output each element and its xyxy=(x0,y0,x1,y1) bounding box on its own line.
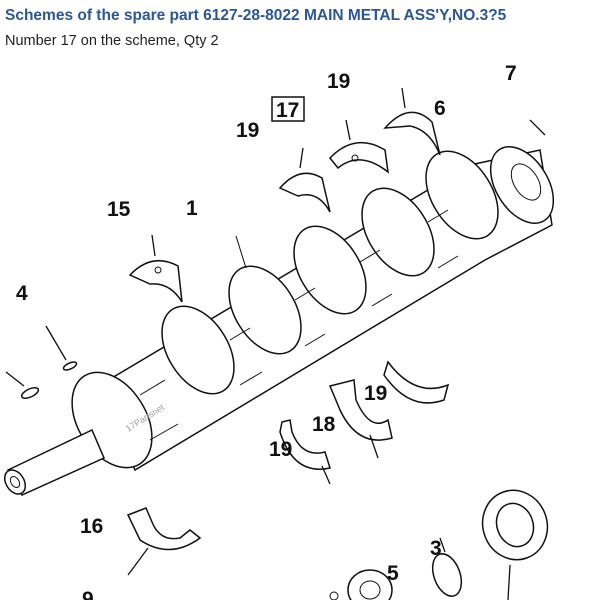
lower-bearing-shell-19-left xyxy=(279,419,331,485)
upper-main-bearing-shell-left xyxy=(278,147,331,213)
callout-17-box xyxy=(271,96,305,122)
exploded-parts-diagram: 17Partsnet xyxy=(3,62,555,600)
callout-5: 5 xyxy=(387,562,399,585)
callout-17: 17 xyxy=(276,99,299,122)
callout-19-left: 19 xyxy=(236,119,259,142)
thrust-bearing-upper xyxy=(329,119,389,174)
callout-16: 16 xyxy=(80,515,103,538)
callout-6: 6 xyxy=(434,97,446,120)
lower-bearing-shell-18 xyxy=(328,379,393,459)
lower-bearing-shell-19-right xyxy=(383,360,450,404)
leader-7 xyxy=(529,119,546,136)
callout-18: 18 xyxy=(312,413,336,436)
callout-7: 7 xyxy=(505,62,517,85)
callout-4: 4 xyxy=(16,282,28,305)
main-bearing-shell-15 xyxy=(128,234,183,303)
callout-19-lower-right: 19 xyxy=(364,382,387,405)
leader-1 xyxy=(235,235,247,269)
page-title: Schemes of the spare part 6127-28-8022 M… xyxy=(5,7,507,24)
pulley-hub-5 xyxy=(329,569,393,600)
lower-main-bearing-16 xyxy=(126,507,202,576)
callout-9: 9 xyxy=(82,588,94,600)
crankshaft-gear-7 xyxy=(481,489,549,600)
callout-19-lower-left: 19 xyxy=(269,438,292,461)
thrust-ring-3 xyxy=(431,537,463,597)
crankshaft: 17Partsnet xyxy=(3,146,555,496)
callout-1: 1 xyxy=(186,197,198,220)
dowel-pins-4 xyxy=(5,325,78,400)
callout-15: 15 xyxy=(107,198,131,221)
callout-3: 3 xyxy=(430,537,442,560)
callout-19-top: 19 xyxy=(327,70,350,93)
part-position-info: Number 17 on the scheme, Qty 2 xyxy=(5,33,219,49)
upper-shell-far-right xyxy=(383,87,441,156)
